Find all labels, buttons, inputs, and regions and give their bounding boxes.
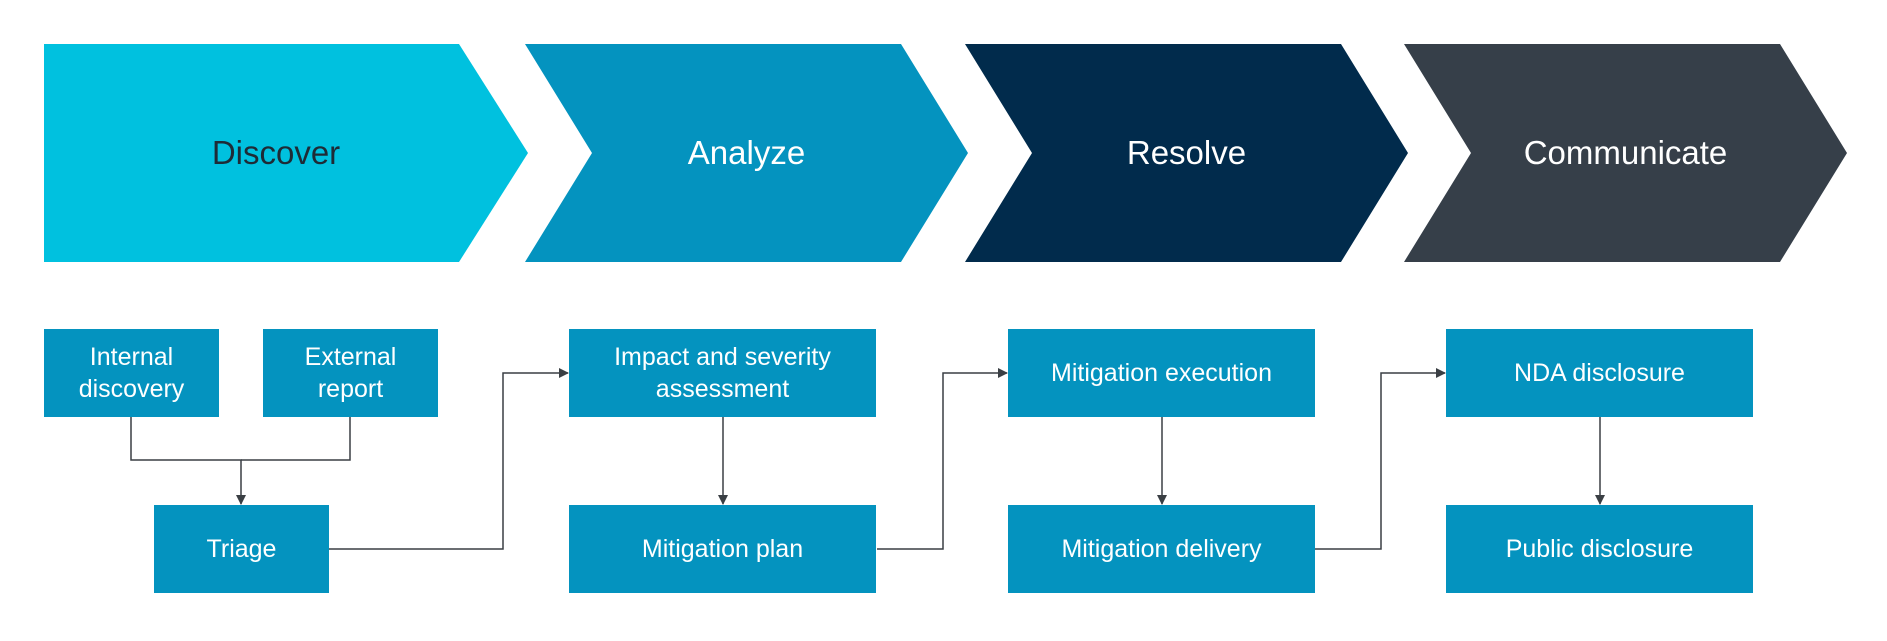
- connector-delivery-to-nda: [1315, 368, 1446, 550]
- step-triage: Triage: [154, 505, 329, 593]
- step-impact-severity-assessment: Impact and severity assessment: [569, 329, 876, 417]
- step-mitigation-execution: Mitigation execution: [1008, 329, 1315, 417]
- phase-communicate-label: Communicate: [1523, 134, 1728, 171]
- phase-resolve-shape: [965, 44, 1408, 262]
- step-mitigation-delivery: Mitigation delivery: [1008, 505, 1315, 593]
- connector-internal-to-triage: [130, 417, 246, 505]
- phase-analyze: Analyze: [525, 44, 968, 262]
- connector-external-to-triage: [241, 417, 351, 461]
- connector-triage-to-impact: [329, 368, 569, 550]
- phase-resolve-label: Resolve: [1126, 134, 1247, 171]
- connector-plan-to-execution: [877, 368, 1008, 550]
- step-external-report: External report: [263, 329, 438, 417]
- phase-discover: Discover: [44, 44, 528, 262]
- phase-communicate: Communicate: [1404, 44, 1847, 262]
- phase-discover-label: Discover: [211, 134, 341, 171]
- phase-communicate-shape: [1404, 44, 1847, 262]
- phase-resolve: Resolve: [965, 44, 1408, 262]
- step-nda-disclosure: NDA disclosure: [1446, 329, 1753, 417]
- phase-analyze-label: Analyze: [687, 134, 806, 171]
- phase-analyze-shape: [525, 44, 968, 262]
- step-internal-discovery: Internal discovery: [44, 329, 219, 417]
- phase-discover-shape: [44, 44, 528, 262]
- step-mitigation-plan: Mitigation plan: [569, 505, 876, 593]
- step-public-disclosure: Public disclosure: [1446, 505, 1753, 593]
